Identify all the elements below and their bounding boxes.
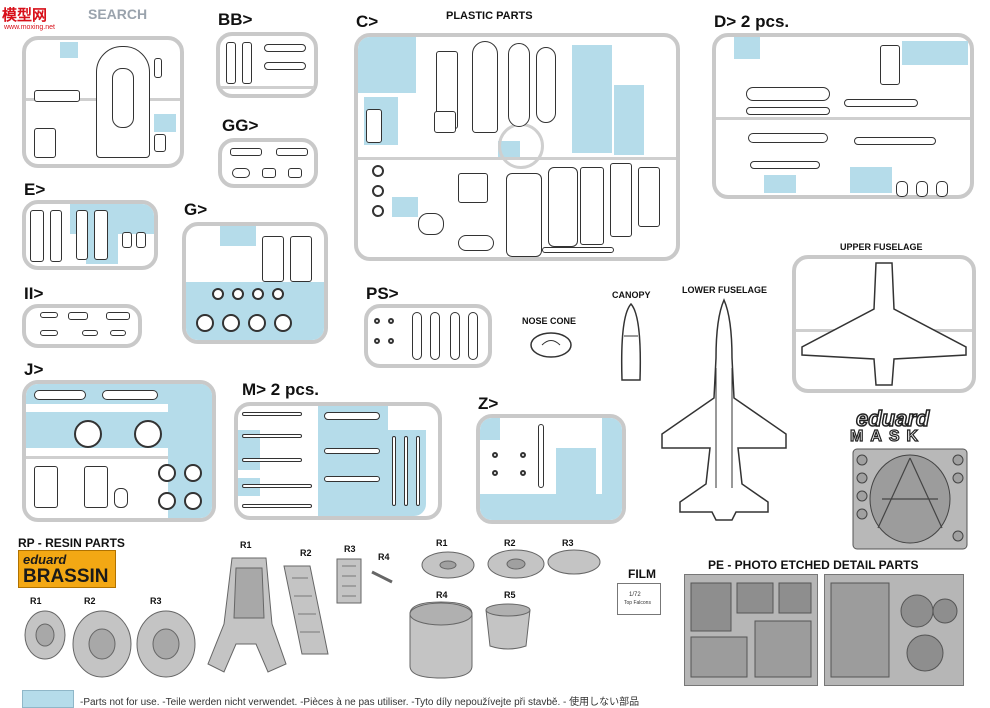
resin-fan-r1 xyxy=(421,551,475,579)
film-sheet: 1/72 Top Falcons xyxy=(617,583,661,615)
label-resin-mid-r3: R3 xyxy=(344,544,356,554)
sprue-cockpit xyxy=(22,36,184,168)
mask-sheet xyxy=(852,448,968,550)
nose-cone-outline xyxy=(530,332,572,358)
mask-logo-bottom: MASK xyxy=(849,427,926,445)
label-z: Z> xyxy=(478,394,499,413)
legend-unused-text: -Parts not for use. -Teile werden nicht … xyxy=(80,697,640,708)
resin-fan-r2 xyxy=(487,549,545,579)
watermark-search-text: SEARCH xyxy=(88,6,148,22)
sprue-bb xyxy=(216,32,318,98)
sprue-j xyxy=(22,380,216,522)
resin-intake-r4 xyxy=(409,601,473,679)
label-resin-mid-r2: R2 xyxy=(300,548,312,558)
sprue-ps xyxy=(364,304,492,368)
sprue-g xyxy=(182,222,328,344)
film-title: Top Falcons xyxy=(624,600,651,606)
label-photo-etched: PE - PHOTO ETCHED DETAIL PARTS xyxy=(708,558,919,572)
sprue-upper-fuselage xyxy=(792,255,976,393)
watermark-url: www.moxing.net xyxy=(4,24,55,31)
sprue-z xyxy=(476,414,626,524)
label-gg: GG> xyxy=(222,116,259,135)
label-resin-left-r1: R1 xyxy=(30,596,42,606)
watermark-logo: 模型网 SEARCH www.moxing.net xyxy=(0,0,160,34)
label-resin-mid-r1: R1 xyxy=(240,540,252,550)
brassin-logo-eduard: eduard xyxy=(23,552,67,567)
label-e: E> xyxy=(24,180,46,199)
label-resin-right-r1: R1 xyxy=(436,538,448,548)
label-resin-right-r4: R4 xyxy=(436,590,448,600)
lower-fuselage-outline xyxy=(661,298,787,521)
label-film: FILM xyxy=(628,567,656,581)
sprue-m xyxy=(234,402,442,520)
sprue-ii xyxy=(22,304,142,348)
canopy-outline xyxy=(620,302,642,381)
label-resin-left-r3: R3 xyxy=(150,596,162,606)
resin-part-r4 xyxy=(371,570,393,584)
resin-nozzle-r5 xyxy=(485,603,531,650)
label-plastic-parts: PLASTIC PARTS xyxy=(446,10,533,22)
legend-unused-swatch xyxy=(22,690,74,708)
resin-fan-r3 xyxy=(547,549,601,575)
resin-wheel-r3 xyxy=(136,610,196,678)
label-nose-cone: NOSE CONE xyxy=(522,316,577,326)
brassin-logo-text: BRASSIN xyxy=(23,566,109,587)
label-resin-mid-r4: R4 xyxy=(378,552,390,562)
label-lower-fuselage: LOWER FUSELAGE xyxy=(682,285,767,295)
label-ps: PS> xyxy=(366,284,399,303)
mask-logo-top: eduard xyxy=(855,405,930,432)
label-resin-right-r3: R3 xyxy=(562,538,574,548)
resin-wheel-r2 xyxy=(72,610,132,678)
film-scale: 1/72 xyxy=(629,592,641,598)
label-d: D> 2 pcs. xyxy=(714,12,790,31)
pe-fret-1 xyxy=(684,574,818,686)
sprue-d xyxy=(712,33,974,199)
label-g: G> xyxy=(184,200,208,219)
label-bb: BB> xyxy=(218,10,253,29)
label-resin-left-r2: R2 xyxy=(84,596,96,606)
brassin-logo: eduard BRASSIN xyxy=(18,550,116,588)
label-j: J> xyxy=(24,360,44,379)
label-m: M> 2 pcs. xyxy=(242,380,320,399)
label-resin-parts: RP - RESIN PARTS xyxy=(18,536,125,550)
label-canopy: CANOPY xyxy=(612,290,651,300)
label-upper-fuselage: UPPER FUSELAGE xyxy=(840,242,923,252)
pe-fret-2 xyxy=(824,574,964,686)
label-ii: II> xyxy=(24,284,44,303)
resin-frame-r2 xyxy=(283,565,329,655)
sprue-gg xyxy=(218,138,318,188)
sprue-c xyxy=(354,33,680,261)
watermark-red-text: 模型网 xyxy=(2,7,48,24)
resin-seat-r1 xyxy=(207,557,287,673)
label-c: C> xyxy=(356,12,379,31)
resin-part-r3 xyxy=(336,558,362,604)
resin-wheel-r1 xyxy=(24,610,66,660)
label-resin-right-r2: R2 xyxy=(504,538,516,548)
sprue-e xyxy=(22,200,158,270)
label-resin-right-r5: R5 xyxy=(504,590,516,600)
